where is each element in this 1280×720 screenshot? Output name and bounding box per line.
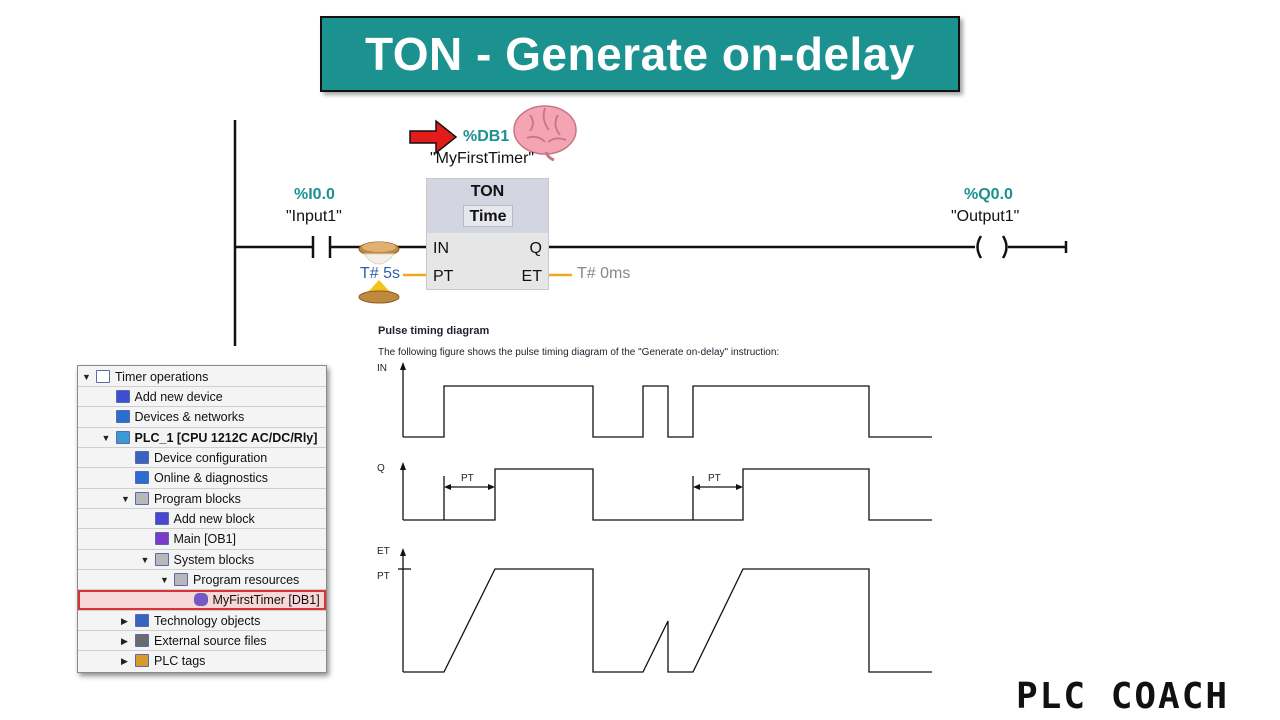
ton-block-name: TON [470, 183, 505, 200]
pin-et: ET [521, 268, 542, 285]
input-address: %I0.0 [294, 186, 335, 203]
tags-icon [135, 654, 149, 667]
tree-item[interactable]: ▶ External source files [78, 631, 326, 651]
tree-item-label: PLC tags [154, 654, 206, 668]
ton-block-type[interactable]: Time [463, 205, 513, 227]
output-address: %Q0.0 [964, 186, 1013, 203]
pin-pt: PT [433, 268, 454, 285]
brain-icon [513, 105, 577, 162]
tree-item-label: Add new block [173, 512, 255, 526]
tree-item-label: MyFirstTimer [DB1] [212, 593, 320, 607]
pin-in: IN [433, 240, 449, 257]
tree-item[interactable]: ▼ Timer operations [78, 367, 326, 387]
tree-item[interactable]: Devices & networks [78, 407, 326, 427]
expand-caret-icon[interactable]: ▶ [121, 656, 128, 666]
coil-left-arc [976, 235, 983, 259]
folder-icon [174, 573, 188, 586]
tree-item-label: External source files [154, 634, 267, 648]
db-address: %DB1 [463, 128, 510, 145]
title-banner: TON - Generate on-delay [320, 16, 960, 92]
plc-coach-logo: PLC COACH [1016, 676, 1230, 717]
expand-caret-icon[interactable]: ▶ [121, 616, 128, 626]
tree-item[interactable]: ▼ PLC_1 [CPU 1212C AC/DC/Rly] [78, 428, 326, 448]
tree-item-label: Main [OB1] [173, 532, 237, 546]
tree-item-label: Device configuration [154, 451, 268, 465]
tree-item-label: PLC_1 [CPU 1212C AC/DC/Rly] [134, 431, 318, 445]
folder-icon [154, 553, 169, 566]
collapse-caret-icon[interactable]: ▼ [82, 372, 91, 382]
tree-item-label: Program resources [193, 573, 300, 587]
collapse-caret-icon[interactable]: ▼ [160, 575, 169, 585]
tree-item[interactable]: ▼ System blocks [78, 550, 326, 570]
tree-item[interactable]: Device configuration [78, 448, 326, 468]
add-block-icon [154, 512, 169, 525]
tree-item-label: Timer operations [115, 370, 209, 384]
et-signal [403, 568, 932, 673]
label-pt-axis: PT [377, 571, 390, 582]
document-icon [96, 370, 110, 383]
diagram-description: The following figure shows the pulse tim… [378, 347, 780, 358]
collapse-caret-icon[interactable]: ▼ [121, 494, 130, 504]
network-icon [115, 410, 130, 423]
output-name: "Output1" [951, 208, 1020, 225]
q-axis-arrow [400, 462, 406, 470]
red-arrow-icon [409, 119, 458, 155]
tree-item-label: System blocks [173, 553, 255, 567]
add-device-icon [115, 390, 130, 403]
page-title: TON - Generate on-delay [364, 28, 915, 80]
technology-icon [135, 614, 149, 627]
collapse-caret-icon[interactable]: ▼ [140, 555, 150, 565]
input-name: "Input1" [286, 208, 342, 225]
label-q: Q [377, 463, 385, 474]
ton-block[interactable]: TON Time IN PT Q ET [426, 178, 549, 290]
diagnostics-icon [135, 471, 149, 484]
tree-item[interactable]: Online & diagnostics [78, 468, 326, 488]
device-config-icon [135, 451, 149, 464]
tree-item[interactable]: ▼ Program blocks [78, 489, 326, 509]
tree-item-label: Online & diagnostics [154, 471, 268, 485]
folder-icon [135, 492, 149, 505]
tree-grid-lines [78, 386, 326, 651]
label-pt-interval-1: PT [461, 473, 474, 484]
source-files-icon [135, 634, 149, 647]
tree-item[interactable]: ▼ Program resources [78, 570, 326, 590]
in-axis-arrow [400, 362, 406, 370]
plc-icon [115, 431, 130, 444]
label-pt-interval-2: PT [708, 473, 721, 484]
db-name: "MyFirstTimer" [430, 150, 535, 167]
tree-item-label: Devices & networks [134, 410, 245, 424]
diagram-title: Pulse timing diagram [378, 325, 490, 337]
label-et: ET [377, 546, 390, 557]
in-signal [403, 385, 932, 438]
hourglass-icon [358, 241, 400, 304]
pt-value[interactable]: T# 5s [360, 265, 401, 282]
db-icon [193, 593, 208, 606]
label-in: IN [377, 363, 387, 374]
tree-item-label: Program blocks [154, 492, 241, 506]
et-axis-arrow [400, 548, 406, 556]
pin-q: Q [529, 240, 542, 257]
ob-icon [154, 532, 169, 545]
expand-caret-icon[interactable]: ▶ [121, 636, 128, 646]
q-signal [403, 468, 932, 521]
tree-item[interactable]: MyFirstTimer [DB1] [78, 590, 326, 610]
tree-item[interactable]: ▶ PLC tags [78, 651, 326, 671]
et-value: T# 0ms [577, 265, 631, 282]
collapse-caret-icon[interactable]: ▼ [101, 433, 111, 443]
tree-item[interactable]: Add new block [78, 509, 326, 529]
tree-item[interactable]: Add new device [78, 387, 326, 407]
tree-item[interactable]: ▶ Technology objects [78, 611, 326, 631]
tree-item-label: Technology objects [154, 614, 261, 628]
coil-right-arc [1001, 235, 1008, 259]
tree-item[interactable]: Main [OB1] [78, 529, 326, 549]
tree-item-label: Add new device [134, 390, 223, 404]
